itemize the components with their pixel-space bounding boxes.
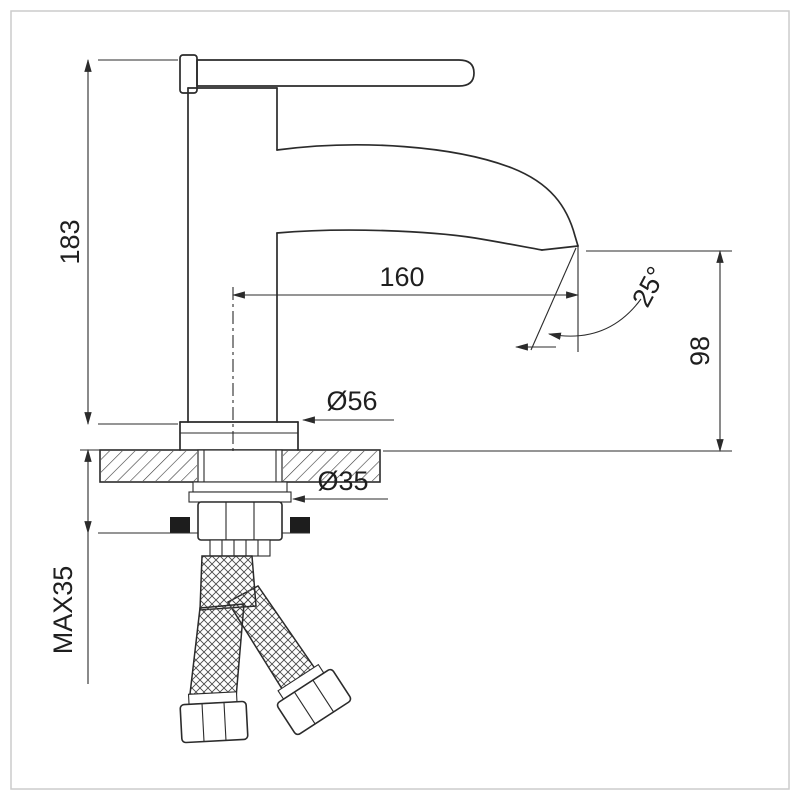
dimension-base-diameter: Ø56 (301, 386, 394, 424)
mounting-hardware (170, 481, 310, 557)
dimension-label-hole-diameter: Ø35 (317, 466, 368, 496)
dimension-spout-height: 98 (383, 249, 732, 453)
dimension-label-spout-height: 98 (685, 336, 715, 366)
mounting-bolt-left (170, 517, 190, 533)
dimension-spout-reach: 160 (231, 262, 580, 451)
dimension-label-max-thickness: MAX35 (48, 566, 78, 655)
hose-nut-right (276, 663, 352, 736)
supply-hose-left (179, 555, 257, 744)
countertop-cross-section (99, 449, 381, 483)
dimension-label-spout-reach: 160 (379, 262, 424, 292)
faucet-body (187, 87, 278, 423)
threaded-tail (209, 539, 271, 557)
drawing-frame (10, 10, 790, 790)
mounting-shank (197, 449, 283, 483)
mounting-bolt-right (290, 517, 310, 533)
supply-hose-right (226, 585, 352, 736)
faucet-spout (276, 144, 579, 251)
dimension-hole-diameter: Ø35 (291, 466, 388, 503)
dimension-max-thickness: MAX35 (48, 448, 170, 684)
base-flange (179, 421, 299, 451)
dimension-label-base-diameter: Ø56 (326, 386, 377, 416)
hose-nut-left (179, 691, 249, 744)
dimension-overall-height: 183 (55, 58, 178, 426)
mounting-nut (197, 501, 283, 541)
dimension-label-overall-height: 183 (55, 219, 85, 264)
